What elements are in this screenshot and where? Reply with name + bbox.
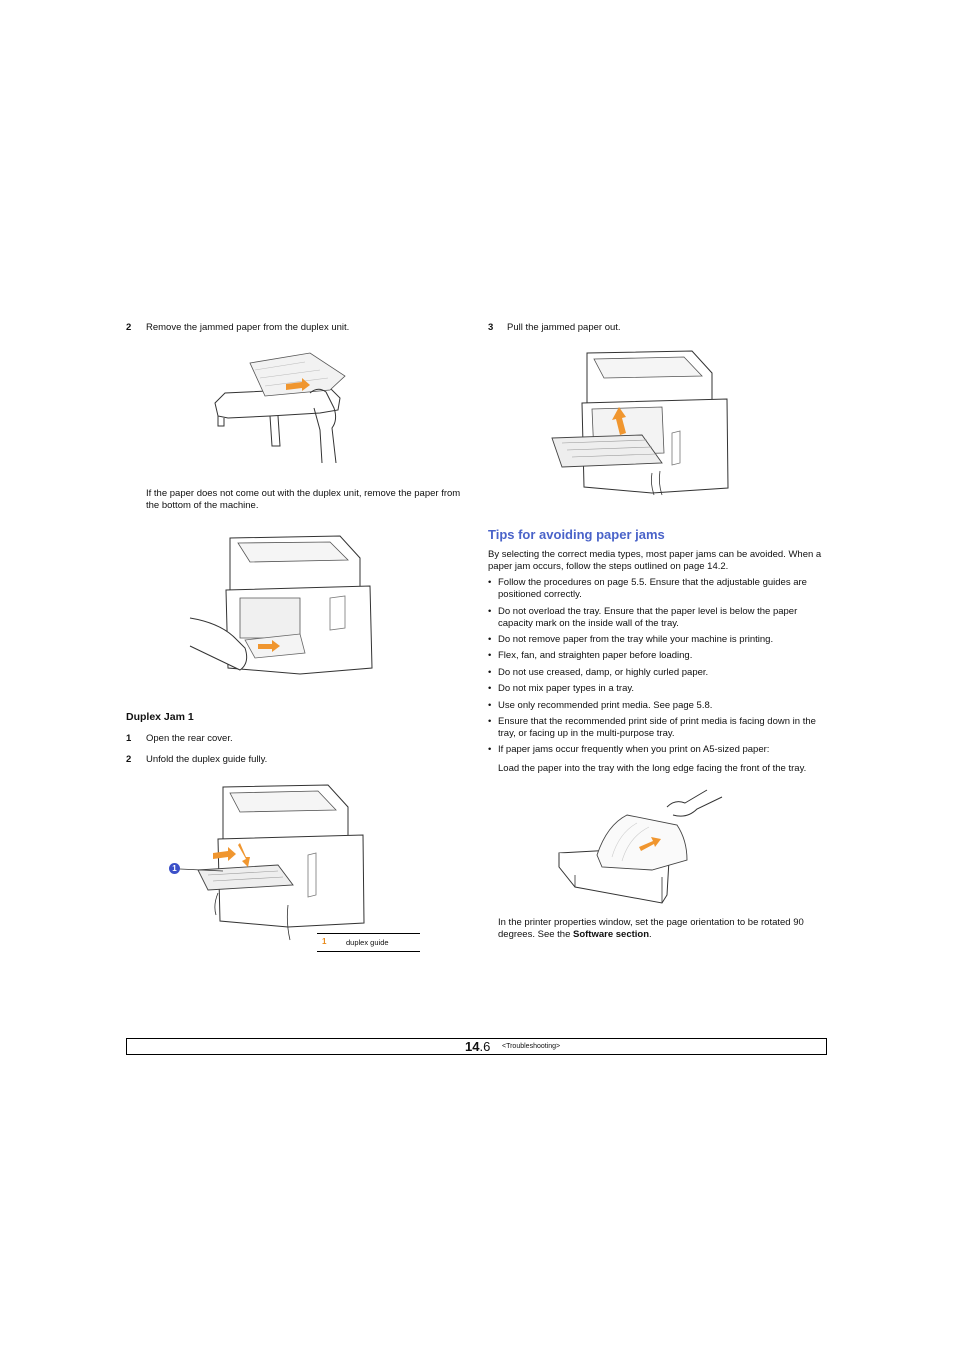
tip-bullet: • Do not overload the tray. Ensure that t…: [488, 606, 828, 630]
load-note: Load the paper into the tray with the lo…: [498, 763, 807, 774]
step-number: 2: [126, 754, 132, 765]
tips-intro: By selecting the correct media types, mo…: [488, 549, 822, 572]
page-number-major: 14: [465, 1039, 480, 1054]
step-number: 2: [126, 322, 132, 333]
paper-tray-illustration: [558, 789, 723, 904]
bullet-dot: •: [488, 700, 492, 711]
tip-text: If paper jams occur frequently when you …: [498, 744, 770, 755]
tip-text: Do not mix paper types in a tray.: [498, 683, 635, 694]
bullet-dot: •: [488, 683, 492, 694]
callout-number: 1: [322, 937, 327, 946]
tip-text: Flex, fan, and straighten paper before l…: [498, 650, 693, 661]
orientation-note-text: In the printer properties window, set th…: [498, 917, 804, 940]
tip-text: Do not use creased, damp, or highly curl…: [498, 667, 709, 678]
page-number: 14.6: [465, 1039, 490, 1054]
bullet-dot: •: [488, 716, 492, 727]
step-number: 3: [488, 322, 494, 333]
callout-badge-number: 1: [172, 864, 177, 873]
tip-text: Do not remove paper from the tray while …: [498, 634, 774, 645]
bullet-dot: •: [488, 650, 492, 661]
duplex-guide-illustration: [179, 784, 365, 941]
tip-bullet: • Ensure that the recommended print side …: [488, 716, 828, 740]
tip-bullet: • If paper jams occur frequently when you…: [488, 744, 828, 756]
step-text: Open the rear cover.: [146, 733, 233, 744]
tip-bullet: • Do not use creased, damp, or highly cur…: [488, 667, 828, 679]
tip-bullet: • Use only recommended print media. See p…: [488, 700, 828, 712]
callout-label: duplex guide: [346, 938, 389, 947]
callout-table: 1 duplex guide: [317, 933, 420, 952]
tip-text: Use only recommended print media. See pa…: [498, 700, 713, 711]
bullet-dot: •: [488, 667, 492, 678]
bullet-dot: •: [488, 606, 492, 617]
step-text: Unfold the duplex guide fully.: [146, 754, 268, 765]
step-text: Pull the jammed paper out.: [507, 322, 621, 333]
tip-bullet: • Flex, fan, and straighten paper before …: [488, 650, 828, 662]
orientation-note: In the printer properties window, set th…: [498, 917, 833, 941]
page-footer: 14.6 <Troubleshooting>: [126, 1038, 827, 1055]
tip-text: Follow the procedures on page 5.5. Ensur…: [498, 577, 807, 600]
bullet-dot: •: [488, 744, 492, 755]
bullet-dot: •: [488, 577, 492, 588]
tip-text: Ensure that the recommended print side o…: [498, 716, 816, 739]
chapter-label: <Troubleshooting>: [502, 1043, 561, 1050]
pull-paper-illustration: [551, 350, 729, 496]
tip-bullet: • Follow the procedures on page 5.5. Ensu…: [488, 577, 828, 601]
note-text: If the paper does not come out with the …: [146, 488, 461, 511]
callout-badge: 1: [169, 863, 180, 874]
step-text: Remove the jammed paper from the duplex …: [146, 322, 350, 333]
bullet-dot: •: [488, 634, 492, 645]
tip-text: Do not overload the tray. Ensure that th…: [498, 606, 798, 629]
tips-heading: Tips for avoiding paper jams: [488, 527, 665, 542]
step-number: 1: [126, 733, 132, 744]
tip-bullet: • Do not remove paper from the tray while…: [488, 634, 828, 646]
section-title: Duplex Jam 1: [126, 711, 194, 723]
orientation-note-end: .: [649, 929, 652, 940]
software-section-ref: Software section: [573, 929, 650, 940]
printer-rear-illustration: [189, 535, 373, 675]
page-number-minor: .6: [479, 1039, 491, 1054]
duplex-unit-illustration: [214, 352, 346, 464]
tip-bullet: • Do not mix paper types in a tray.: [488, 683, 828, 695]
